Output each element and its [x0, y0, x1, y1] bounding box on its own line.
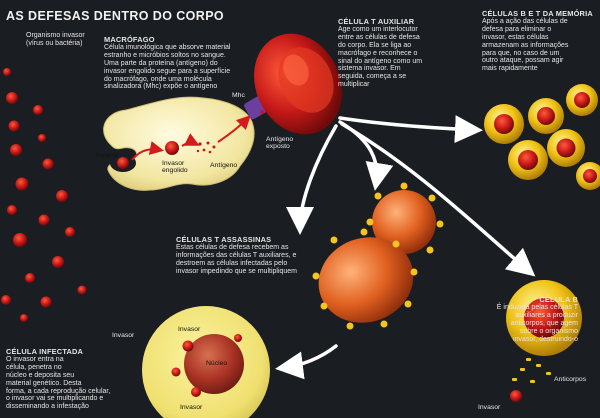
celula-b-text: CÉLULA B É induzida pelas células Tauxil…: [478, 296, 578, 343]
label-infected-invasor-3: Invasor: [180, 404, 202, 411]
infectada-text: CÉLULA INFECTADA O invasor entra nacélul…: [6, 348, 132, 411]
assassinas-text: CÉLULAS T ASSASSINAS Estas células de de…: [176, 236, 326, 276]
label-invasor-engolido: Invasorengolido: [162, 160, 188, 175]
page-title: AS DEFESAS DENTRO DO CORPO: [6, 9, 224, 23]
memoria-text: CÉLULAS B E T DA MEMÓRIA Após a ação das…: [482, 10, 600, 73]
t-auxiliar-text: CÉLULA T AUXILIAR Age como um interlocut…: [338, 18, 448, 89]
invader-column: [1, 68, 87, 322]
macrofago-text: MACRÓFAGO Célula imunológica que absorve…: [104, 36, 254, 91]
label-antigeno: Antígeno: [210, 162, 237, 169]
label-invasor: Invasor: [96, 152, 118, 159]
label-anticorpos: Anticorpos: [554, 376, 586, 383]
memory-cells: [484, 84, 600, 190]
label-infected-invasor-2: Invasor: [112, 332, 134, 339]
organismo-invasor-label: Organismo invasor (vírus ou bactéria): [26, 32, 85, 48]
label-nucleo: Núcleo: [206, 360, 227, 367]
label-b-invasor: Invasor: [478, 404, 500, 411]
label-mhc: Mhc: [232, 92, 245, 99]
macrophage: [104, 97, 254, 190]
label-antigeno-exposto: Antígenoexposto: [266, 136, 293, 151]
label-infected-invasor-1: Invasor: [178, 326, 200, 333]
